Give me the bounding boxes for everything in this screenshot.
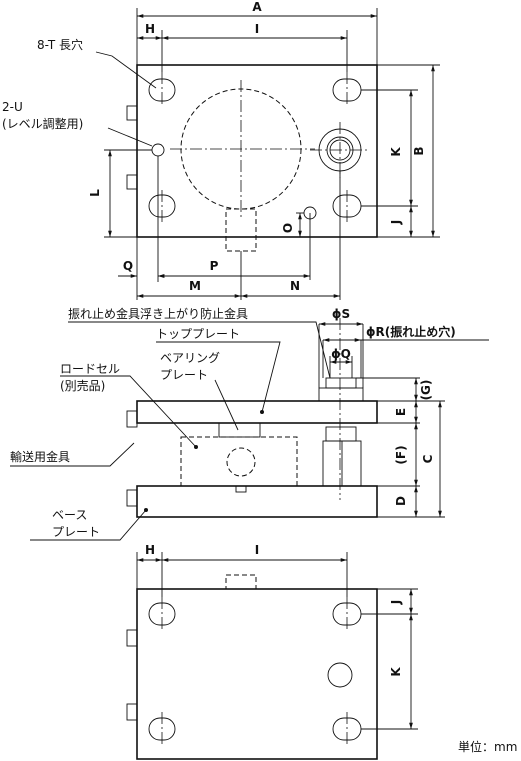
dim-phiQ-label: ϕQ [331, 347, 351, 361]
bottom-view: H I J K 単位：mm [126, 543, 517, 760]
dim-J-label-bottom: J [389, 600, 403, 605]
top-view: A H I B K J L O [2, 0, 440, 300]
side-view: ϕS ϕR(振れ止め穴) ϕQ (G) E (F) D C 振れ止め金具浮き上が… [10, 306, 489, 541]
side-bolt [126, 174, 138, 190]
dim-phiR-label: ϕR(振れ止め穴) [366, 324, 456, 339]
dim-G-label: (G) [419, 380, 433, 401]
dim-I-label-bottom: I [255, 543, 259, 557]
dim-D-label: D [394, 496, 408, 506]
base-plate-outline [136, 588, 378, 760]
dim-C-label: C [421, 454, 435, 463]
dim-I-label: I [255, 22, 259, 36]
base-callout-2: プレート [52, 525, 100, 539]
dim-J-label: J [389, 220, 403, 225]
dim-E-label: E [394, 408, 408, 416]
transport-callout: 輸送用金具 [10, 449, 70, 464]
dim-K-label: K [389, 147, 403, 157]
dim-F-label: (F) [394, 445, 408, 464]
loadcell-callout-1: ロードセル [60, 362, 120, 376]
dim-phiS-label: ϕS [332, 307, 350, 321]
side-top-plate [136, 400, 378, 424]
dim-A-label: A [252, 0, 262, 14]
loadcell-callout-2: (別売品) [60, 378, 105, 393]
dim-H-label-bottom: H [145, 543, 155, 557]
slot-callout: 8-T 長穴 [37, 37, 83, 52]
dim-M-label: M [189, 279, 201, 293]
base-callout-1: ベース [52, 508, 87, 522]
top-plate-callout: トッププレート [156, 327, 240, 341]
unit-label: 単位：mm [458, 739, 517, 754]
dim-Q-label: Q [123, 259, 133, 273]
dim-L-label: L [88, 189, 102, 197]
tap-callout-1: 2-U [2, 100, 23, 114]
hidden-cable-port [225, 208, 257, 252]
side-bolt [126, 105, 138, 121]
side-base-plate [136, 485, 378, 518]
bearing-callout-1: ベアリング [160, 351, 220, 365]
top-plate-outline [136, 64, 378, 238]
tap-callout-2: (レベル調整用) [2, 116, 83, 131]
anti-lift-callout: 振れ止め金具浮き上がり防止金具 [68, 306, 248, 321]
dim-B-label: B [412, 146, 426, 155]
dim-K-label-bottom: K [389, 667, 403, 677]
bearing-callout-2: プレート [160, 368, 208, 382]
dim-N-label: N [290, 279, 300, 293]
dim-P-label: P [210, 259, 219, 273]
dim-O-label: O [281, 223, 295, 233]
dim-H-label: H [145, 22, 155, 36]
